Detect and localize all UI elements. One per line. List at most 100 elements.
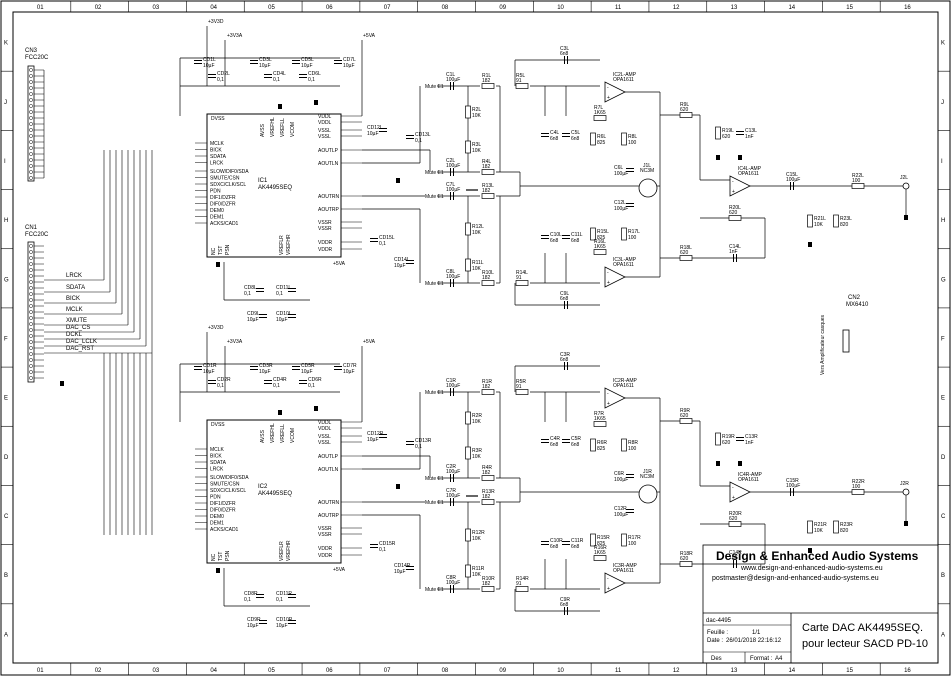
resistor-value: 91 [516, 78, 522, 84]
column-label-bottom: 15 [846, 668, 853, 674]
resistor-value: 100 [628, 235, 637, 241]
cn3-pin [29, 134, 33, 138]
title-line-1: Carte DAC AK4495SEQ. [802, 622, 923, 634]
doc-name: dac-4495 [706, 618, 732, 624]
rail-3v3d: +3V3D [208, 325, 224, 331]
capacitor-value: 100µF [446, 469, 460, 475]
ic-pin-label: MCLK [210, 447, 225, 453]
capacitor-ref: CD15L [379, 235, 395, 241]
capacitor-value: 10µF [247, 317, 259, 323]
ic-pin-label: VDDL [318, 114, 332, 120]
cn1-pin [29, 364, 33, 368]
ic-pin-label: TST [218, 246, 224, 255]
row-label-left: A [4, 632, 8, 638]
capacitor-ref: C14L [729, 244, 741, 250]
ground-symbol [60, 381, 64, 386]
cn3-pin [29, 146, 33, 150]
cn1-pin [29, 316, 33, 320]
ic-pin-label: VREFLL [280, 424, 286, 443]
capacitor-value: 0,1 [217, 383, 224, 389]
capacitor-value: 10µF [276, 317, 288, 323]
ic-pin-label: AOUTRP [318, 207, 340, 213]
ic-pin-label: VREFHR [286, 234, 292, 255]
capacitor-value: 10µF [203, 63, 215, 69]
date-value: 26/01/2018 22:16:12 [726, 638, 782, 644]
capacitor-value: 0,1 [415, 138, 422, 144]
capacitor-ref: CD1R [203, 363, 217, 369]
column-label-bottom: 02 [95, 668, 102, 674]
capacitor-ref: CD12R [367, 431, 384, 437]
resistor-value: 10K [472, 572, 482, 578]
cn3-pin [29, 104, 33, 108]
capacitor-ref: CD2L [217, 71, 230, 77]
capacitor-ref: C2R [446, 464, 456, 470]
opamp-part: OPA1611 [738, 477, 759, 483]
cn3-pin [29, 86, 33, 90]
column-label-bottom: 14 [788, 668, 795, 674]
ic-pin-label: AOUTLN [318, 467, 339, 473]
ic-pin-label: SLOW/DIF0/SDA [210, 169, 249, 175]
column-label-top: 03 [153, 5, 160, 11]
ic-pin-label: AOUTRN [318, 194, 340, 200]
ic-pin-label: AOUTRP [318, 513, 340, 519]
capacitor-ref: C1R [446, 378, 456, 384]
cn3-pin [29, 176, 33, 180]
capacitor-value: 10µF [259, 369, 271, 375]
date-label: Date : [707, 638, 723, 644]
cn1-pin [29, 292, 33, 296]
capacitor-value: 10µF [367, 437, 379, 443]
capacitor-ref: C15L [786, 172, 798, 178]
capacitor-value: 100µF [786, 483, 800, 489]
ic-pin-label: PSN [225, 550, 231, 561]
capacitor-value: 1nF [729, 555, 738, 561]
capacitor-value: 0,1 [217, 77, 224, 83]
resistor-value: 825 [597, 446, 606, 452]
capacitor-value: 6n8 [571, 136, 580, 142]
resistor-ref: R23L [840, 216, 852, 222]
cn3-pin [29, 128, 33, 132]
mute-label: Mute E1 [425, 500, 444, 506]
ic-pin-label: SDATA [210, 154, 227, 160]
ground-symbol [216, 568, 220, 573]
resistor-ref: R23R [840, 522, 853, 528]
ic-pin-label: TST [218, 552, 224, 561]
ground-symbol [716, 155, 720, 160]
capacitor-ref: CD4L [273, 71, 286, 77]
ic-pin-label: VDDR [318, 240, 333, 246]
ground-symbol [904, 521, 908, 526]
title-block: Design & Enhanced Audio Systems www.desi… [702, 544, 939, 664]
cn3-pin [29, 110, 33, 114]
resistor-ref: R3R [472, 448, 482, 454]
signal-dac-cs: DAC_CS [66, 325, 90, 331]
capacitor-ref: CD2R [217, 377, 231, 383]
rail-5va-bottom: +5VA [333, 261, 346, 267]
column-label-bottom: 12 [673, 668, 680, 674]
mute-label: Mute E1 [425, 194, 444, 200]
row-label-right: C [941, 514, 946, 520]
cn1-pin [29, 256, 33, 260]
row-label-left: K [4, 41, 8, 47]
ic-pin-label: VSSR [318, 532, 332, 538]
ic-pin-label: DVSS [211, 116, 225, 122]
